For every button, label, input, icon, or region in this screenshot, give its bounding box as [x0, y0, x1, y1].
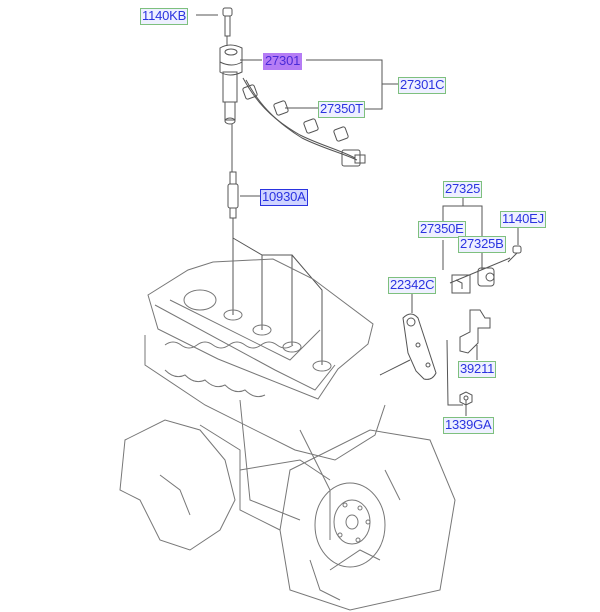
leader-nut-bracket [447, 340, 463, 405]
part-label-27350T[interactable]: 27350T [318, 101, 365, 118]
clip-bracket-icon [460, 310, 490, 353]
leader-plug-cyl2 [233, 238, 262, 330]
part-label-27325B[interactable]: 27325B [458, 236, 506, 253]
leader-27325 [443, 197, 463, 222]
part-label-27301C[interactable]: 27301C [398, 77, 447, 94]
engine-block-icon [120, 259, 455, 610]
leader-plug-cyl3 [262, 255, 292, 345]
part-label-1339GA[interactable]: 1339GA [443, 417, 494, 434]
sensor-bolt-icon [508, 246, 521, 262]
part-label-27325[interactable]: 27325 [443, 181, 483, 198]
part-label-1140EJ[interactable]: 1140EJ [500, 211, 546, 228]
part-label-10930A[interactable]: 10930A [260, 189, 308, 206]
leader-plug-cyl4 [292, 255, 322, 365]
leader-bracket-engine [380, 360, 410, 375]
leader-sensor-bolt [450, 258, 510, 283]
leader-27325-b [463, 206, 482, 237]
sensor-icon [452, 268, 494, 293]
engine-bracket-icon [403, 314, 436, 379]
part-label-22342C[interactable]: 22342C [388, 277, 437, 294]
part-label-27301[interactable]: 27301 [263, 53, 303, 70]
ignition-coil-icon [220, 45, 242, 172]
spark-plug-icon [228, 172, 238, 238]
bolt-icon [223, 8, 232, 46]
part-label-39211[interactable]: 39211 [458, 361, 497, 378]
nut-icon [460, 392, 472, 405]
part-label-1140KB[interactable]: 1140KB [140, 8, 189, 25]
part-label-27350E[interactable]: 27350E [418, 221, 466, 238]
wiring-harness-icon [242, 78, 365, 166]
